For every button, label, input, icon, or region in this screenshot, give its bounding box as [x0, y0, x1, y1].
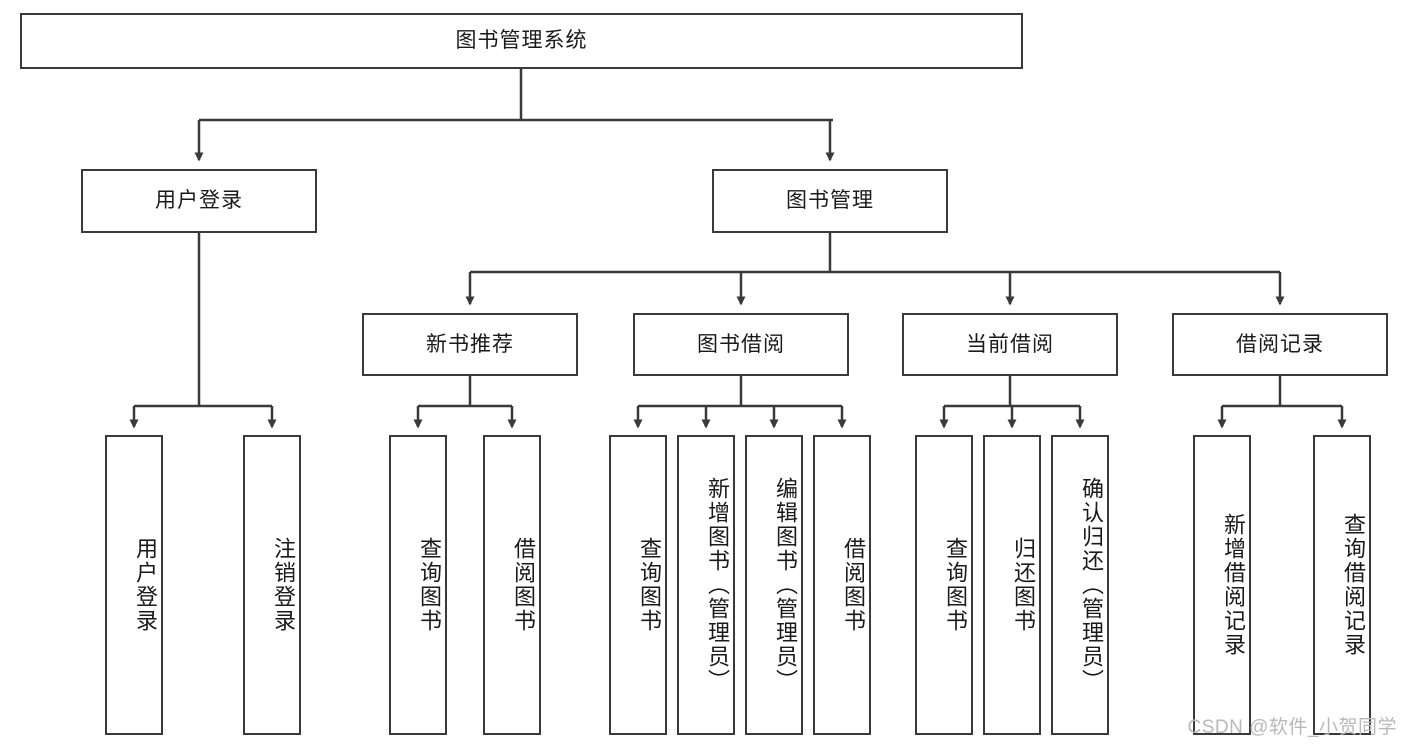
node-user-login[interactable]: 用户登录	[81, 169, 317, 233]
node-leaf-borrow-book-rec-label: 借阅图书	[511, 537, 536, 633]
node-leaf-query-book-current[interactable]: 查询图书	[915, 435, 973, 735]
node-leaf-add-book[interactable]: 新增图书（管理员）	[677, 435, 735, 735]
node-book-borrow[interactable]: 图书借阅	[633, 313, 849, 376]
node-book-manage[interactable]: 图书管理	[712, 169, 948, 233]
node-book-borrow-label: 图书借阅	[697, 332, 785, 356]
node-book-manage-label: 图书管理	[786, 189, 874, 213]
node-borrow-record[interactable]: 借阅记录	[1172, 313, 1388, 376]
node-leaf-add-record-label: 新增借阅记录	[1221, 513, 1246, 657]
node-root[interactable]: 图书管理系统	[20, 13, 1023, 69]
node-leaf-query-book-rec[interactable]: 查询图书	[389, 435, 447, 735]
node-leaf-edit-book[interactable]: 编辑图书（管理员）	[745, 435, 803, 735]
node-leaf-query-book-borrow-label: 查询图书	[637, 537, 662, 633]
node-leaf-confirm-return-label: 确认归还（管理员）	[1079, 477, 1104, 693]
node-leaf-return-book-label: 归还图书	[1011, 537, 1036, 633]
node-leaf-confirm-return[interactable]: 确认归还（管理员）	[1051, 435, 1109, 735]
node-leaf-query-record-label: 查询借阅记录	[1341, 513, 1366, 657]
node-leaf-logout[interactable]: 注销登录	[243, 435, 301, 735]
node-leaf-borrow-book-rec[interactable]: 借阅图书	[483, 435, 541, 735]
node-current-borrow-label: 当前借阅	[966, 332, 1054, 356]
node-user-login-label: 用户登录	[155, 189, 243, 213]
node-leaf-edit-book-label: 编辑图书（管理员）	[773, 477, 798, 693]
node-leaf-query-book-current-label: 查询图书	[943, 537, 968, 633]
node-new-book-recommend-label: 新书推荐	[426, 332, 514, 356]
node-root-label: 图书管理系统	[455, 29, 588, 53]
node-leaf-query-record[interactable]: 查询借阅记录	[1313, 435, 1371, 735]
node-leaf-borrow-book-label: 借阅图书	[841, 537, 866, 633]
node-leaf-user-login[interactable]: 用户登录	[105, 435, 163, 735]
node-leaf-borrow-book[interactable]: 借阅图书	[813, 435, 871, 735]
node-leaf-query-book-borrow[interactable]: 查询图书	[609, 435, 667, 735]
node-current-borrow[interactable]: 当前借阅	[902, 313, 1118, 376]
node-borrow-record-label: 借阅记录	[1236, 332, 1324, 356]
node-new-book-recommend[interactable]: 新书推荐	[362, 313, 578, 376]
node-leaf-query-book-rec-label: 查询图书	[417, 537, 442, 633]
node-leaf-user-login-label: 用户登录	[133, 537, 158, 633]
node-leaf-add-book-label: 新增图书（管理员）	[705, 477, 730, 693]
node-leaf-return-book[interactable]: 归还图书	[983, 435, 1041, 735]
node-leaf-add-record[interactable]: 新增借阅记录	[1193, 435, 1251, 735]
node-leaf-logout-label: 注销登录	[271, 537, 296, 633]
